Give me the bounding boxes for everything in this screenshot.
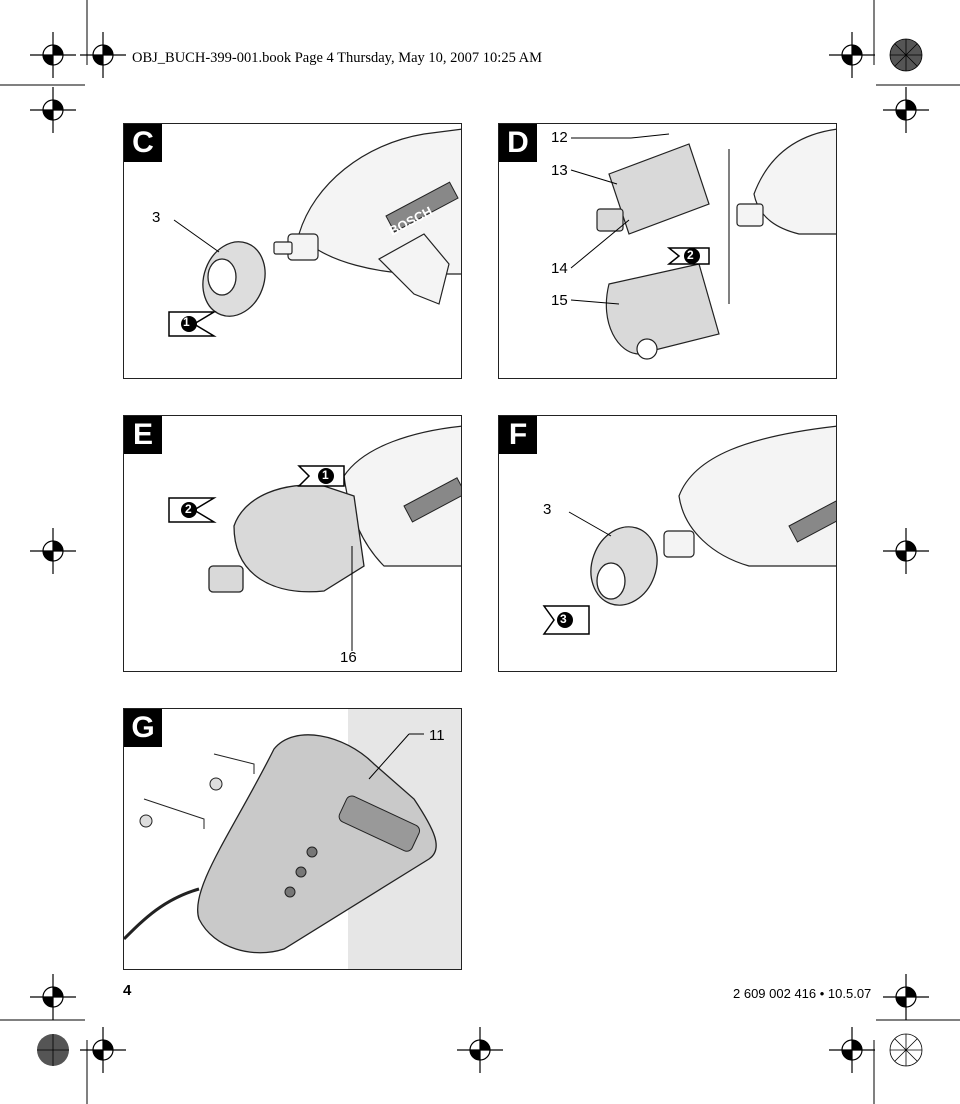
callout-label: 16 xyxy=(340,649,357,666)
panel-tag: F xyxy=(499,416,537,454)
callout-label: 13 xyxy=(551,162,568,179)
panel-c-illustration: BOSCH xyxy=(168,128,461,337)
callout-label: 12 xyxy=(551,129,568,146)
panel-f: F 3 3 xyxy=(498,415,837,672)
step-number: 3 xyxy=(560,612,567,626)
callout-label: 3 xyxy=(152,209,161,226)
step-arrow-1 xyxy=(297,465,345,487)
step-number: 1 xyxy=(183,315,190,329)
doc-reference: 2 609 002 416 • 10.5.07 xyxy=(733,986,872,1001)
step-number: 1 xyxy=(322,468,329,482)
step-number: 2 xyxy=(687,248,694,262)
panel-tag: D xyxy=(499,124,537,162)
step-number: 2 xyxy=(185,502,192,516)
panel-f-illustration xyxy=(542,425,836,635)
panel-g-illustration xyxy=(124,709,461,969)
callout-label: 3 xyxy=(543,501,552,518)
running-head: OBJ_BUCH-399-001.book Page 4 Thursday, M… xyxy=(132,50,543,66)
panel-e-illustration xyxy=(168,425,461,651)
callout-label: 11 xyxy=(429,727,445,744)
callout-label: 15 xyxy=(551,292,568,309)
step-arrow-3 xyxy=(542,605,590,635)
step-arrow-2 xyxy=(666,247,710,265)
panel-c: BOSCH C 3 1 xyxy=(123,123,462,379)
panel-d: D 12 13 14 15 2 xyxy=(498,123,837,379)
panel-tag: C xyxy=(124,124,162,162)
panel-e: E 16 1 2 xyxy=(123,415,462,672)
panel-tag: E xyxy=(124,416,162,454)
panel-d-illustration xyxy=(570,128,836,360)
step-arrow-1 xyxy=(168,311,217,337)
page-number: 4 xyxy=(123,982,132,999)
panel-g: G 11 xyxy=(123,708,462,970)
step-arrow-2 xyxy=(168,497,217,523)
panel-tag: G xyxy=(124,709,162,747)
callout-label: 14 xyxy=(551,260,568,277)
